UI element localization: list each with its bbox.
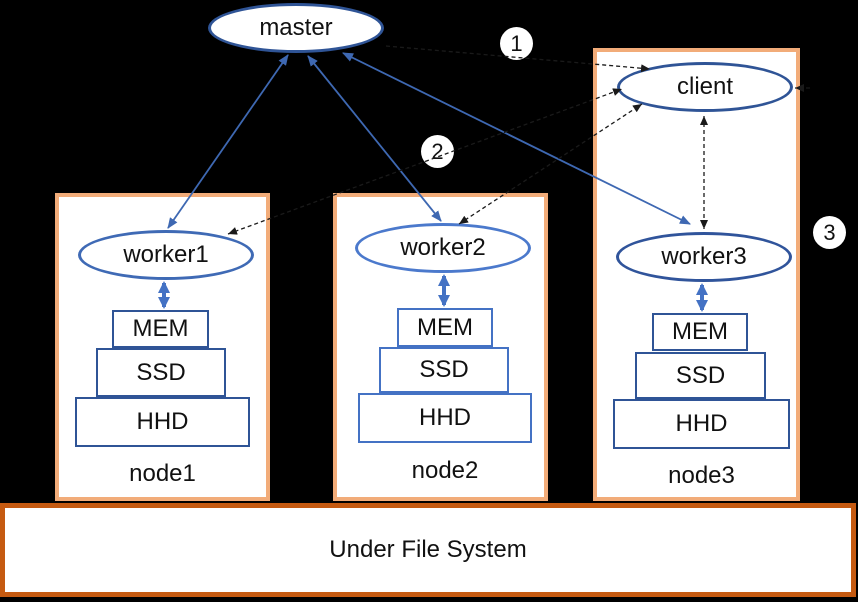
node3-mem-box: MEM	[652, 313, 748, 351]
node2-label: node2	[411, 457, 479, 484]
master-label: master	[259, 14, 333, 41]
client-label: client	[676, 73, 734, 100]
under-file-system-box: Under File System	[0, 503, 856, 597]
node3-ssd-label: SSD	[675, 361, 726, 389]
step-badge-3: 3	[813, 216, 846, 249]
node1-ssd-box: SSD	[96, 348, 226, 397]
node3-ssd-box: SSD	[635, 352, 766, 399]
master-ellipse: master	[208, 3, 384, 53]
node1-hhd-box: HHD	[75, 397, 250, 447]
node1-ssd-label: SSD	[136, 358, 186, 386]
worker2-label: worker2	[400, 234, 486, 261]
node1-mem-box: MEM	[112, 310, 209, 348]
worker2-ellipse: worker2	[355, 223, 531, 273]
node2-mem-label: MEM	[417, 313, 473, 341]
client-ellipse: client	[617, 62, 793, 112]
node2-hhd-box: HHD	[358, 393, 532, 443]
step-badge-1: 1	[500, 27, 533, 60]
worker3-label: worker3	[661, 243, 747, 270]
node1-mem-label: MEM	[132, 315, 189, 342]
node2-ssd-label: SSD	[419, 356, 469, 383]
worker1-label: worker1	[123, 241, 209, 268]
node1-hhd-label: HHD	[136, 408, 189, 435]
node2-ssd-box: SSD	[379, 347, 509, 393]
worker1-ellipse: worker1	[78, 230, 254, 280]
node3-hhd-box: HHD	[613, 399, 790, 449]
node3-label: node3	[668, 462, 735, 489]
node1-label: node1	[129, 460, 196, 487]
node2-mem-box: MEM	[397, 308, 493, 347]
node3-mem-label: MEM	[672, 318, 728, 345]
node2-hhd-label: HHD	[419, 404, 471, 431]
under-file-system-label: Under File System	[329, 536, 527, 563]
node3-hhd-label: HHD	[675, 410, 728, 437]
step-badge-2: 2	[421, 135, 454, 168]
worker3-ellipse: worker3	[616, 232, 792, 282]
